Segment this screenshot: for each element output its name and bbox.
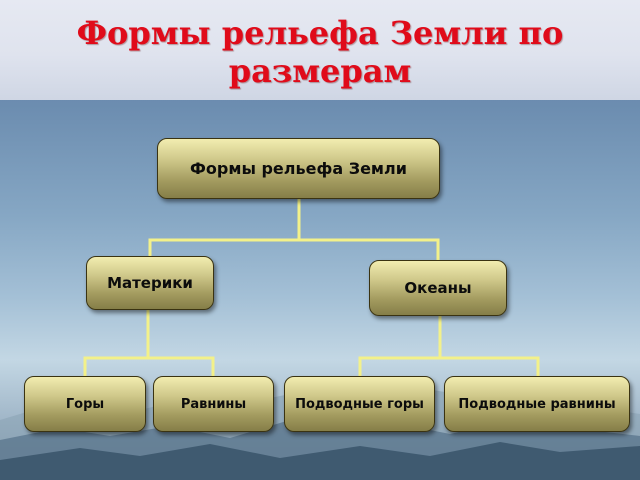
node-underwater-mountains-label: Подводные горы (295, 396, 424, 412)
node-mountains-label: Горы (65, 396, 105, 412)
node-root: Формы рельефа Земли (157, 138, 440, 199)
node-plains-label: Равнины (180, 396, 247, 412)
title-band (0, 0, 640, 100)
connector-level2 (148, 238, 440, 260)
node-oceans: Океаны (369, 260, 507, 316)
node-underwater-mountains: Подводные горы (284, 376, 435, 432)
slide-title-line1: Формы рельефа Земли по (76, 14, 564, 52)
node-continents-label: Материки (107, 274, 193, 292)
slide-title: Формы рельефа Земли по размерам (0, 14, 640, 90)
connector-oceans (358, 316, 540, 376)
node-underwater-plains: Подводные равнины (444, 376, 630, 432)
node-underwater-plains-label: Подводные равнины (458, 396, 616, 412)
node-mountains: Горы (24, 376, 146, 432)
node-root-label: Формы рельефа Земли (190, 159, 407, 178)
node-continents: Материки (86, 256, 214, 310)
node-oceans-label: Океаны (404, 279, 472, 297)
connector-continents (83, 310, 215, 376)
slide-title-line2: размерам (228, 52, 412, 90)
node-plains: Равнины (153, 376, 274, 432)
